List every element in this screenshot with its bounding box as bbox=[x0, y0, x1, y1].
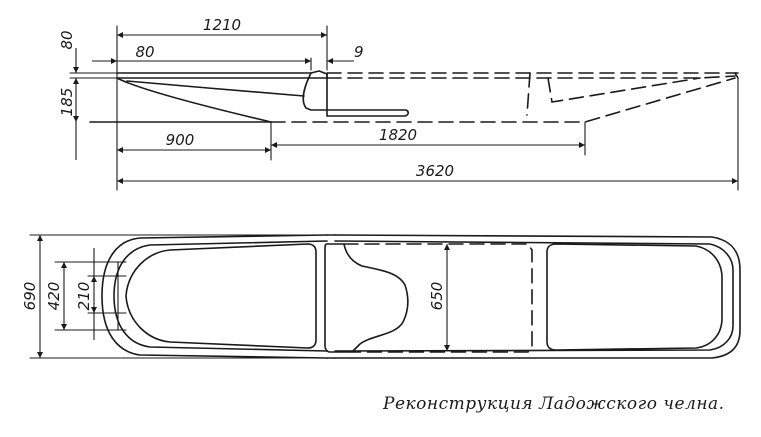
side-hull-dashed-keel bbox=[270, 77, 736, 123]
side-dimensions: 1210 80 9 80 185 900 1820 3620 bbox=[58, 16, 739, 191]
side-view bbox=[89, 70, 739, 123]
dim-top-height: 80 bbox=[58, 30, 76, 49]
side-hull-solid bbox=[116, 70, 328, 79]
side-hull-dashed-deck bbox=[326, 75, 736, 79]
side-bow-end bbox=[734, 72, 739, 79]
dim-stern-width: 80 bbox=[135, 43, 154, 61]
plan-bow-compartment bbox=[546, 243, 723, 351]
plan-stern-compartment bbox=[125, 243, 317, 349]
plan-view bbox=[101, 234, 741, 359]
dim-stern-inner: 210 bbox=[75, 282, 93, 311]
dim-stern-outer: 420 bbox=[45, 282, 63, 311]
dim-frame-thickness: 9 bbox=[354, 43, 364, 61]
side-bulkhead-dashed bbox=[526, 72, 531, 116]
figure-caption: Реконструкция Ладожского челна. bbox=[383, 394, 725, 414]
plan-middle-compartment bbox=[324, 243, 409, 353]
plan-middle-dashed bbox=[343, 243, 533, 353]
plan-hull-rim-bow bbox=[334, 240, 734, 352]
plan-hull-outer-stern bbox=[101, 234, 328, 359]
dim-beam: 690 bbox=[21, 282, 39, 311]
dim-stern-base: 900 bbox=[166, 131, 195, 149]
dim-inner-beam: 650 bbox=[428, 282, 446, 311]
dim-total-length: 3620 bbox=[416, 162, 454, 180]
dim-height: 185 bbox=[58, 88, 76, 117]
side-stern-wedge bbox=[116, 77, 272, 123]
side-frame bbox=[302, 72, 409, 117]
plan-hull-rim bbox=[113, 240, 328, 352]
plan-dimensions: 690 420 210 650 bbox=[21, 234, 450, 359]
dim-upper-length: 1210 bbox=[203, 16, 241, 34]
dim-middle-base: 1820 bbox=[379, 126, 417, 144]
side-bow-wedge-dashed bbox=[547, 77, 701, 103]
side-wedge-inner bbox=[126, 80, 305, 97]
plan-hull-outer bbox=[334, 234, 741, 359]
